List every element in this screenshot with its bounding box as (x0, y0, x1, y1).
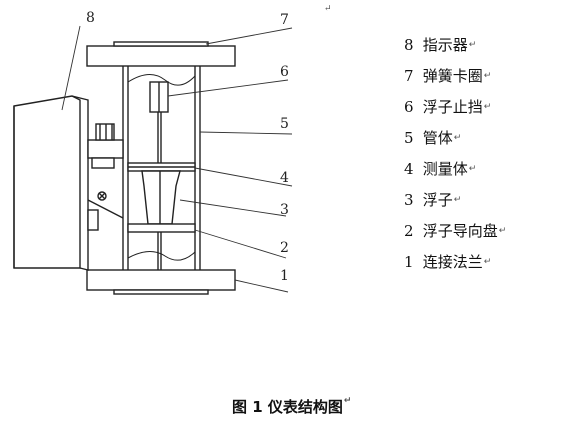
flowmeter-drawing (13, 41, 236, 295)
legend-item: 7 弹簧卡圈↵ (404, 61, 506, 92)
paragraph-mark: ↵ (324, 4, 332, 14)
legend-text: 连接法兰 (422, 253, 483, 271)
paragraph-mark: ↵ (483, 102, 492, 112)
paragraph-mark: ↵ (498, 226, 507, 236)
label-8: 8 (86, 10, 95, 26)
paragraph-mark: ↵ (483, 257, 492, 267)
legend-text: 弹簧卡圈 (422, 67, 483, 85)
legend-number: 2 (404, 222, 414, 240)
bottom-flange (86, 269, 236, 291)
legend-text: 浮子导向盘 (422, 222, 498, 240)
label-1: 1 (280, 268, 289, 284)
figure-caption: 图 1 仪表结构图↵ (232, 396, 351, 417)
legend-text: 管体 (422, 129, 453, 147)
legend-item: 3 浮子↵ (404, 185, 506, 216)
paragraph-mark: ↵ (453, 195, 462, 205)
legend-item: 8 指示器↵ (404, 30, 506, 61)
flowmeter-structure-diagram: 8 7 6 5 4 3 2 1 (13, 10, 293, 295)
legend-item: 5 管体↵ (404, 123, 506, 154)
legend-text: 浮子 (422, 191, 453, 209)
float (141, 170, 181, 225)
legend-number: 4 (404, 160, 414, 178)
paragraph-mark: ↵ (468, 164, 477, 174)
legend-item: 2 浮子导向盘↵ (404, 216, 506, 247)
legend-item: 1 连接法兰↵ (404, 247, 506, 278)
leader-lines (61, 25, 293, 293)
legend-number: 7 (404, 67, 414, 85)
indicator-housing (13, 95, 81, 269)
legend-number: 8 (404, 36, 414, 54)
paragraph-mark: ↵ (453, 133, 462, 143)
label-2: 2 (280, 240, 289, 256)
label-4: 4 (280, 170, 289, 186)
paragraph-mark: ↵ (483, 71, 492, 81)
legend-item: 4 测量体↵ (404, 154, 506, 185)
legend-number: 3 (404, 191, 414, 209)
label-7: 7 (280, 12, 289, 28)
bottom-ring (113, 289, 209, 295)
spring-ring (113, 41, 209, 47)
legend-number: 6 (404, 98, 414, 116)
caption-text: 图 1 仪表结构图 (232, 398, 343, 416)
legend-item: 6 浮子止挡↵ (404, 92, 506, 123)
diagram-number-labels: 8 7 6 5 4 3 2 1 (86, 10, 289, 284)
top-flange (86, 45, 236, 67)
legend-number: 5 (404, 129, 414, 147)
label-5: 5 (280, 116, 289, 132)
label-3: 3 (280, 202, 289, 218)
legend-text: 测量体 (422, 160, 468, 178)
legend-text: 浮子止挡 (422, 98, 483, 116)
legend-text: 指示器 (422, 36, 468, 54)
parts-legend: 8 指示器↵ 7 弹簧卡圈↵ 6 浮子止挡↵ 5 管体↵ 4 测量体↵ 3 浮子… (404, 30, 506, 278)
legend-number: 1 (404, 253, 414, 271)
float-guide-disk (127, 223, 196, 233)
paragraph-mark: ↵ (343, 396, 352, 406)
label-6: 6 (280, 64, 289, 80)
paragraph-mark: ↵ (468, 40, 477, 50)
